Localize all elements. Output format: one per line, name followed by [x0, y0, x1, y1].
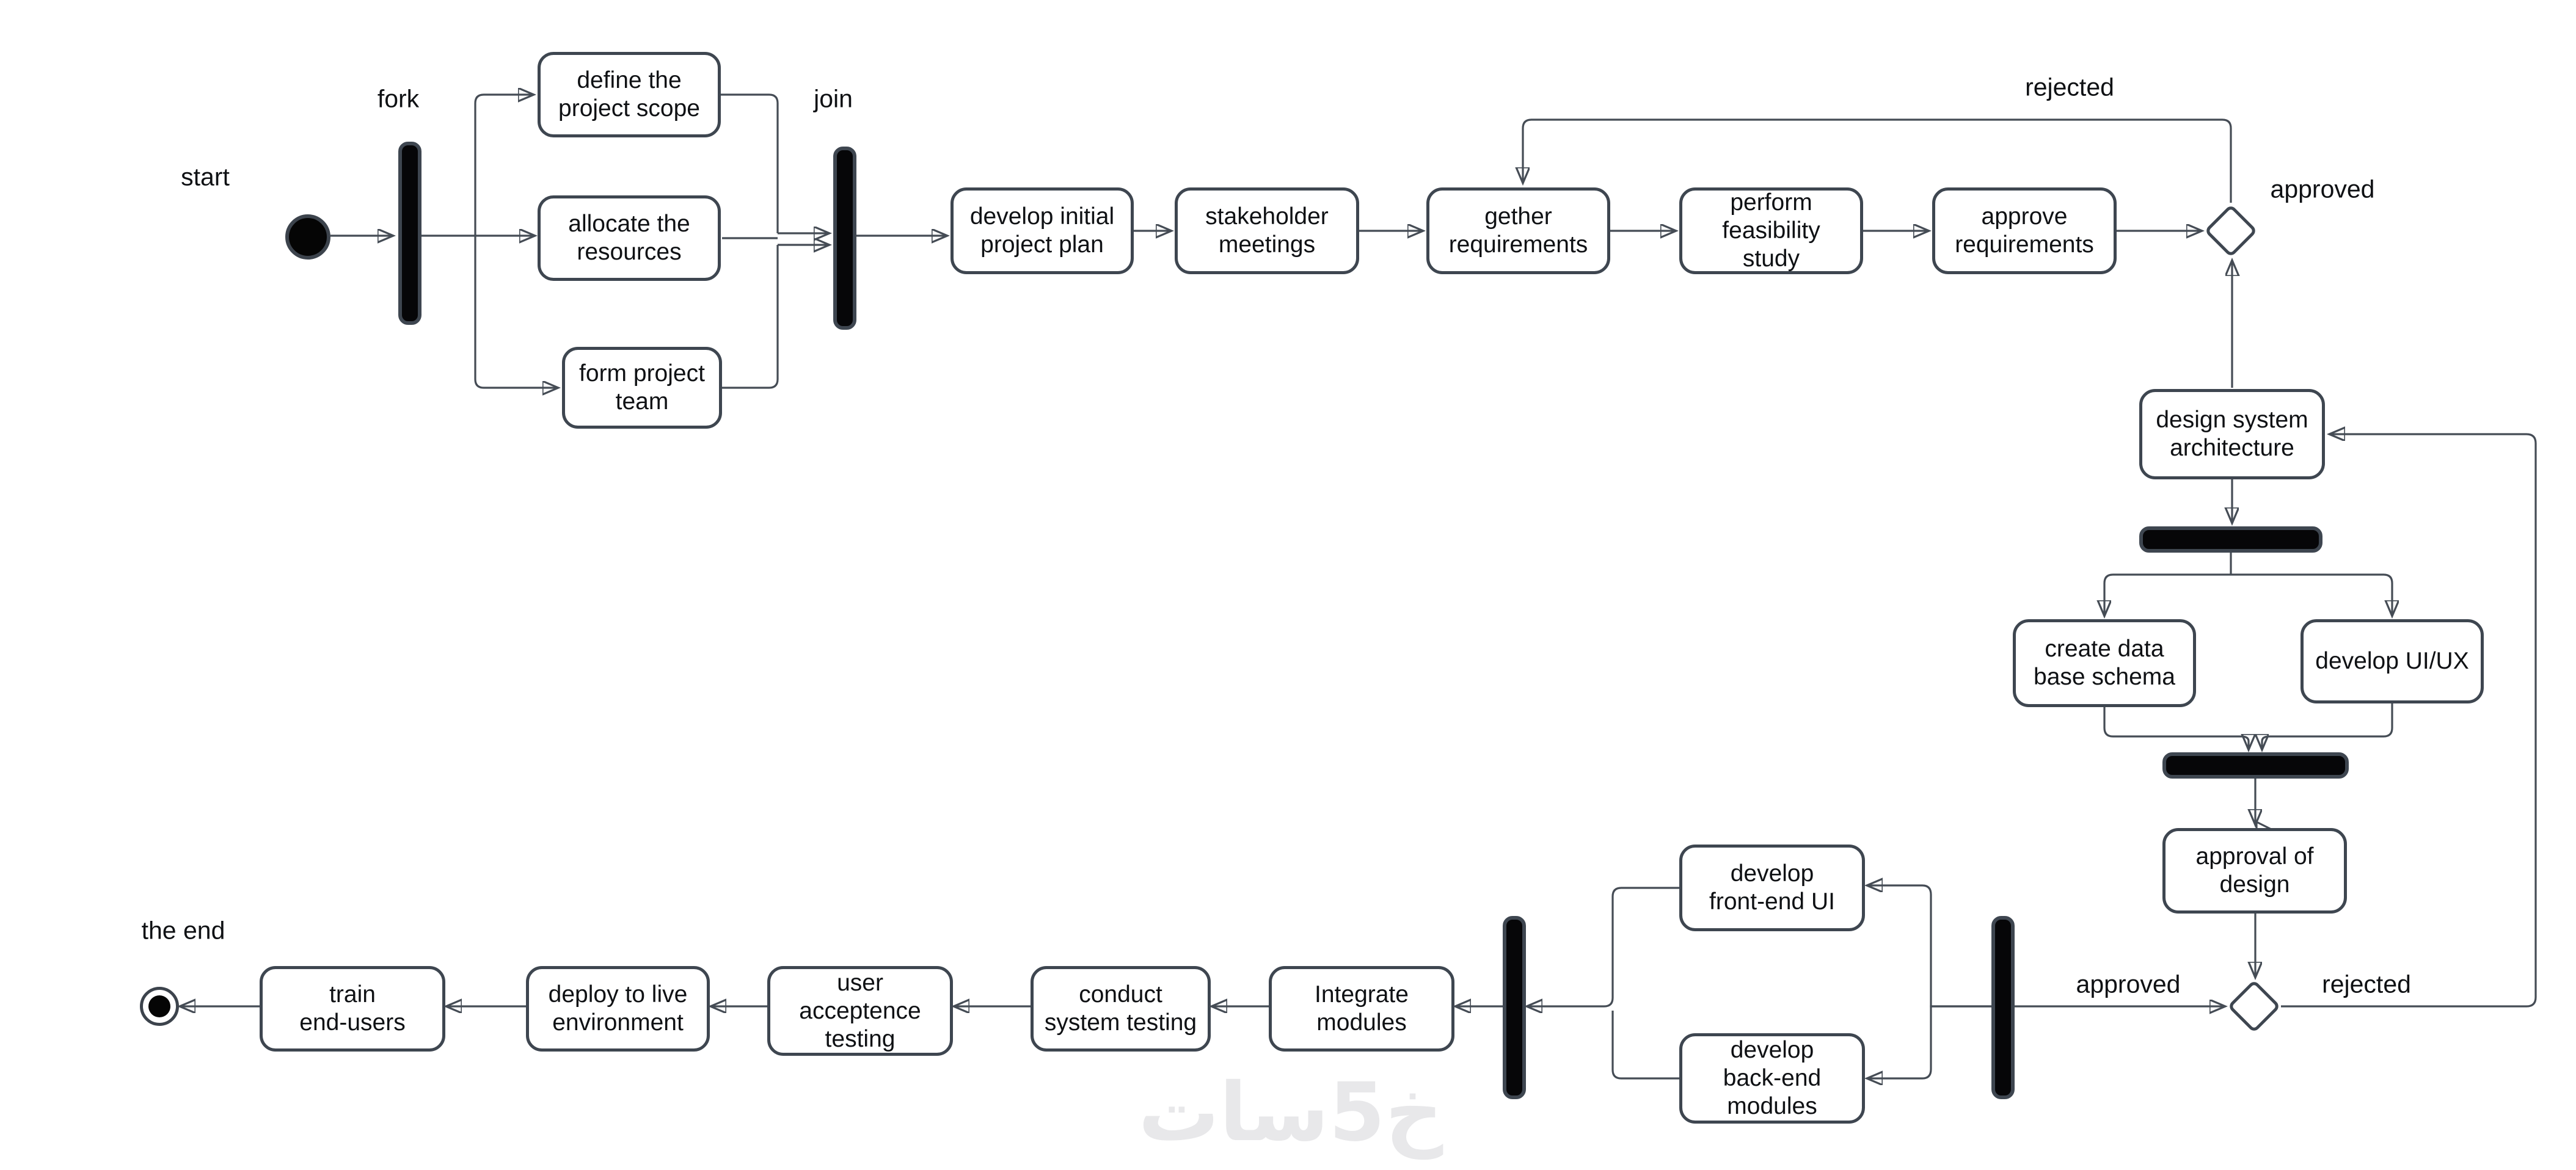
activity-user-acceptance: user acceptence testing — [767, 966, 953, 1056]
edge-team-to-join — [722, 245, 779, 389]
label-approved-bottom: approved — [2076, 970, 2181, 998]
activity-deploy-live: deploy to live environment — [526, 966, 710, 1052]
join-bar-initial — [833, 147, 856, 330]
activity-approve-requirements: approve requirements — [1932, 187, 2117, 274]
activity-line: design system — [2156, 407, 2308, 433]
activity-line: acceptence — [799, 997, 921, 1024]
label-rejected-bottom: rejected — [2322, 970, 2411, 998]
activity-line: develop initial — [969, 203, 1115, 230]
activity-integrate-modules: Integrate modules — [1269, 966, 1454, 1052]
label-join: join — [814, 84, 853, 113]
edge-backend-to-join3 — [1611, 1011, 1679, 1080]
activity-line: testing — [825, 1025, 896, 1052]
activity-line: team — [615, 388, 669, 415]
activity-line: develop — [1730, 1037, 1814, 1063]
activity-line: create data — [2045, 636, 2164, 662]
activity-line: front-end UI — [1709, 888, 1835, 915]
activity-line: requirements — [1955, 231, 2094, 258]
activity-line: train — [329, 981, 376, 1008]
activity-line: approval of — [2195, 843, 2314, 870]
edge-uiux-to-join2 — [2262, 703, 2393, 749]
activity-line: end-users — [299, 1009, 406, 1036]
activity-line: project plan — [980, 231, 1104, 258]
activity-line: conduct — [1079, 981, 1162, 1008]
activity-design-architecture: design system architecture — [2139, 389, 2325, 479]
activity-line: design — [2219, 871, 2290, 898]
activity-line: form project — [579, 360, 705, 387]
activity-line: architecture — [2170, 435, 2294, 461]
fork-bar-design — [2139, 526, 2322, 553]
activity-line: modules — [1316, 1009, 1407, 1036]
activity-feasibility-study: perform feasibility study — [1679, 187, 1863, 274]
activity-line: define the — [577, 67, 682, 93]
activity-line: system testing — [1044, 1009, 1197, 1036]
activity-line: approve — [1981, 203, 2068, 230]
label-fork: fork — [377, 84, 420, 113]
end-node-core — [148, 995, 170, 1017]
activity-conduct-testing: conduct system testing — [1031, 966, 1211, 1052]
activity-line: requirements — [1448, 231, 1588, 258]
edge-define-to-join — [721, 93, 779, 233]
activity-line: resources — [577, 239, 682, 265]
edge-rejected-loop-top — [1523, 118, 2232, 203]
edge-fork2-to-create — [2104, 573, 2231, 615]
activity-line: allocate the — [568, 211, 690, 237]
edge-fork-to-define — [474, 95, 533, 236]
label-approved-top: approved — [2270, 175, 2375, 203]
activity-line: feasibility — [1722, 217, 1820, 244]
end-node — [140, 987, 179, 1026]
join-bar-design — [2162, 752, 2349, 779]
activity-line: Integrate — [1315, 981, 1409, 1008]
activity-develop-uiux: develop UI/UX — [2301, 619, 2484, 703]
start-node — [285, 214, 330, 260]
label-rejected-top: rejected — [2025, 73, 2114, 101]
edge-create-to-join2 — [2103, 707, 2249, 749]
activity-line: develop UI/UX — [2315, 648, 2469, 674]
activity-line: perform — [1730, 189, 1812, 216]
activity-develop-plan: develop initial project plan — [950, 187, 1134, 274]
fork-bar-initial — [398, 142, 421, 325]
join-bar-develop — [1503, 916, 1526, 1099]
activity-line: develop — [1730, 860, 1814, 887]
edge-fork-to-team — [474, 236, 557, 388]
activity-develop-frontend: develop front-end UI — [1679, 845, 1865, 931]
activity-line: deploy to live — [548, 981, 688, 1008]
label-the-end: the end — [141, 916, 225, 945]
activity-gather-requirements: gether requirements — [1426, 187, 1610, 274]
activity-line: stakeholder — [1205, 203, 1329, 230]
edge-fork3-to-frontend — [1868, 885, 1991, 1008]
activity-line: base schema — [2034, 664, 2175, 690]
activity-line: modules — [1727, 1093, 1817, 1119]
activity-allocate-resources: allocate the resources — [538, 195, 721, 281]
edge-fork2-to-uiux — [2231, 573, 2392, 615]
label-start: start — [181, 162, 230, 191]
fork-bar-develop — [1991, 916, 2015, 1099]
activity-define-scope: define the project scope — [538, 52, 721, 137]
activity-create-schema: create data base schema — [2013, 619, 2196, 707]
activity-line: back-end — [1723, 1065, 1822, 1091]
activity-approval-design: approval of design — [2162, 828, 2347, 914]
activity-stakeholder-meetings: stakeholder meetings — [1175, 187, 1359, 274]
activity-line: gether — [1484, 203, 1552, 230]
activity-train-users: train end-users — [260, 966, 445, 1052]
activity-line: meetings — [1218, 231, 1316, 258]
activity-line: environment — [552, 1009, 684, 1036]
edge-fork3-to-backend — [1868, 1005, 1991, 1078]
activity-line: project scope — [558, 95, 700, 122]
edge-decision2-rejected-loop — [2281, 434, 2537, 1008]
edge-frontend-to-join3 — [1528, 887, 1679, 1006]
activity-line: user — [837, 969, 883, 996]
khamsat-watermark: خ5سات — [1138, 1066, 1443, 1160]
activity-line: study — [1742, 245, 1800, 272]
activity-develop-backend: develop back-end modules — [1679, 1033, 1865, 1124]
activity-form-team: form project team — [562, 347, 722, 429]
